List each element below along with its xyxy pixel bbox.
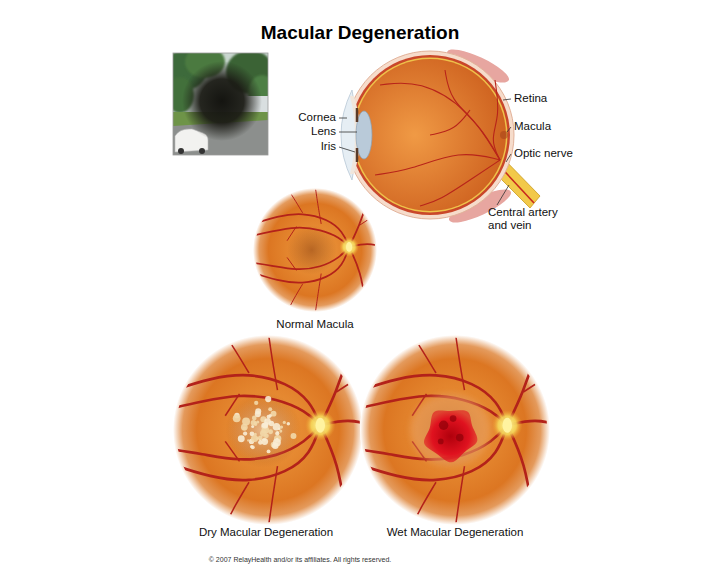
- part-label: Lens: [311, 125, 336, 138]
- leader-line: [339, 118, 347, 119]
- leader-line: [339, 132, 357, 133]
- leader-lines: [339, 99, 511, 205]
- part-label: Retina: [514, 92, 547, 105]
- leader-line: [507, 127, 511, 132]
- view-label: Dry Macular Degeneration: [199, 526, 333, 539]
- part-label: Macula: [514, 120, 551, 133]
- wet-fundus: [355, 330, 559, 530]
- leader-line: [503, 99, 511, 100]
- part-label: Cornea: [298, 111, 336, 124]
- vision-photo: [173, 53, 268, 155]
- part-label: Iris: [321, 140, 336, 153]
- view-label: Wet Macular Degeneration: [387, 526, 524, 539]
- photo-frame: [173, 53, 268, 155]
- title: Macular Degeneration: [261, 22, 460, 44]
- part-label: Central artery and vein: [488, 206, 568, 232]
- normal-fundus: [250, 185, 383, 315]
- eye-cross-section: [341, 43, 540, 228]
- part-label: Optic nerve: [514, 147, 573, 160]
- dry-fundus: [168, 330, 372, 530]
- leader-line: [506, 154, 511, 162]
- leader-line: [339, 147, 355, 152]
- view-label: Normal Macula: [276, 318, 353, 331]
- copyright-note: © 2007 RelayHealth and/or its affiliates…: [209, 555, 391, 564]
- leader-line: [497, 185, 509, 205]
